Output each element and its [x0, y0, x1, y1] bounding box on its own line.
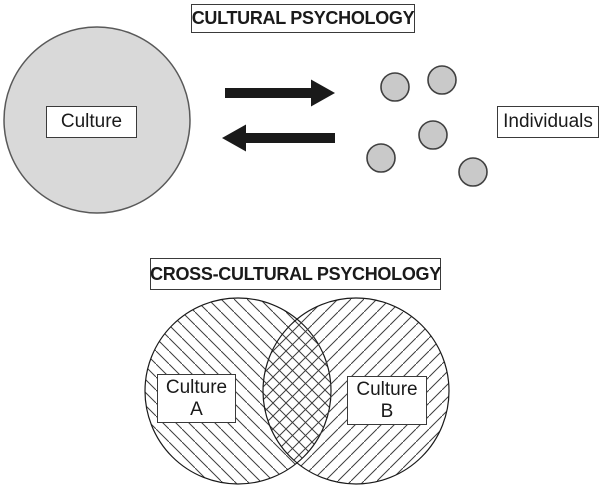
culture-a-line2: A [190, 398, 203, 420]
individual-circle [380, 72, 410, 102]
individuals-label: Individuals [497, 106, 599, 138]
culture-a-line1: Culture [165, 376, 228, 398]
culture-b-label: Culture B [347, 376, 427, 425]
cross-cultural-psychology-title: CROSS-CULTURAL PSYCHOLOGY [150, 258, 441, 290]
culture-label: Culture [46, 106, 137, 138]
culture-b-line1: Culture [356, 378, 418, 400]
individuals-group [366, 65, 488, 187]
individual-circle [418, 120, 448, 150]
individual-circle [427, 65, 457, 95]
cultural-psychology-title: CULTURAL PSYCHOLOGY [191, 4, 415, 33]
culture-a-label: Culture A [157, 374, 236, 423]
individual-circle [366, 143, 396, 173]
individual-circle [458, 157, 488, 187]
culture-b-line2: B [380, 400, 394, 422]
arrow-right-icon [225, 79, 335, 107]
arrow-left-icon [222, 124, 335, 152]
